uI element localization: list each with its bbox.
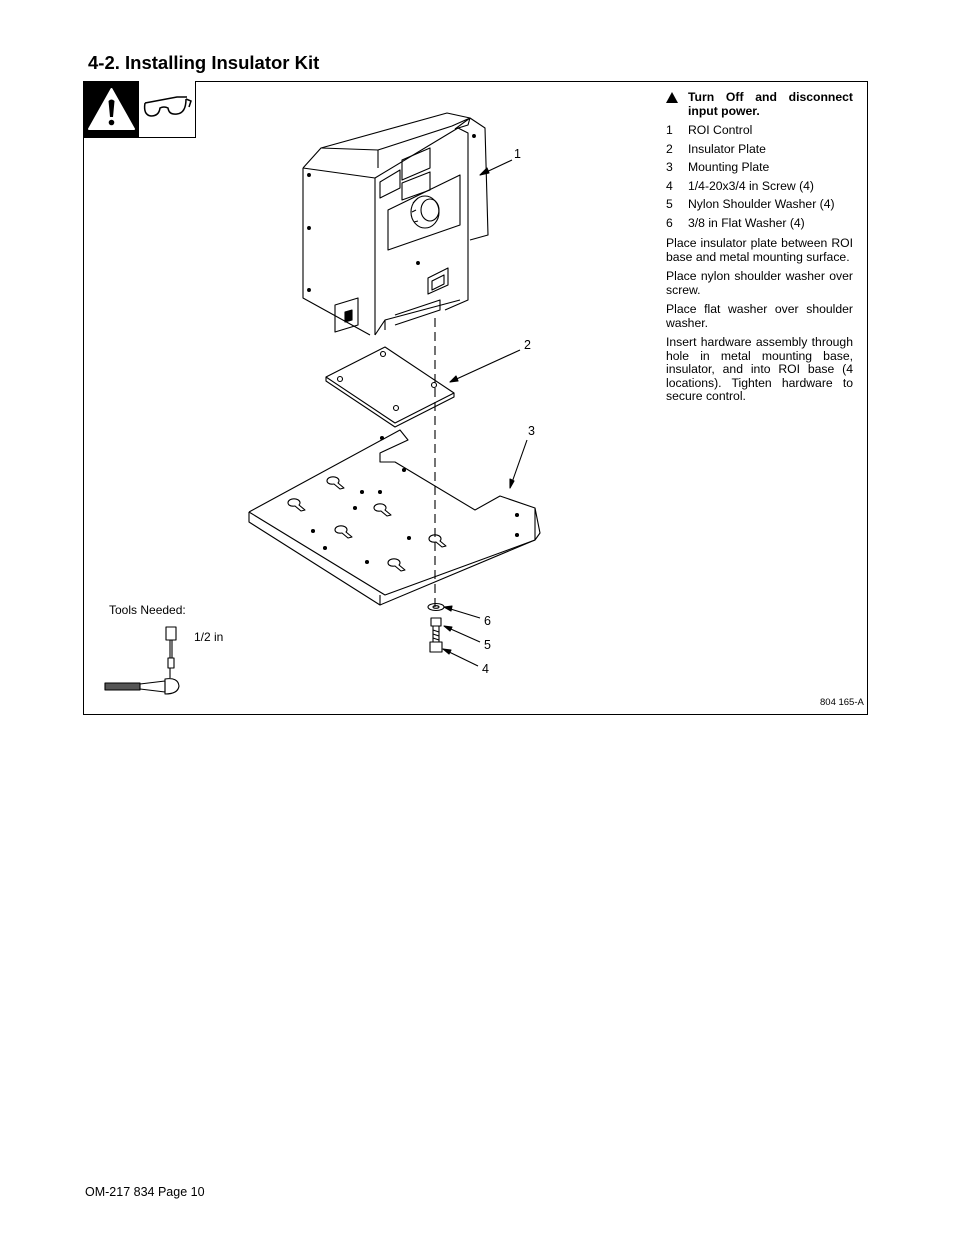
warning-text: Turn Off and disconnect input power. — [688, 90, 853, 118]
part-number: 5 — [666, 197, 673, 211]
safety-glasses-icon — [139, 81, 196, 138]
part-label: 1/4-20x3/4 in Screw (4) — [688, 178, 814, 193]
tools-needed-label: Tools Needed: — [109, 603, 186, 617]
tool-size-label: 1/2 in — [194, 630, 224, 644]
drawing-number: 804 165-A — [820, 697, 864, 708]
parts-list-item: 6 3/8 in Flat Washer (4) — [666, 215, 853, 231]
page-footer: OM-217 834 Page 10 — [85, 1185, 205, 1199]
parts-list-item: 1 ROI Control — [666, 123, 853, 138]
part-number: 2 — [666, 141, 673, 156]
callout-1: 1 — [514, 147, 521, 161]
callout-4: 4 — [482, 662, 489, 676]
instruction-step: Insert hardware assembly through hole in… — [666, 335, 853, 403]
warning-triangle-icon — [83, 81, 140, 138]
parts-list-item: 2 Insulator Plate — [666, 141, 853, 157]
part-label: Mounting Plate — [688, 160, 770, 174]
part-number: 4 — [666, 178, 673, 193]
part-label: 3/8 in Flat Washer (4) — [688, 215, 805, 230]
callout-2: 2 — [524, 338, 531, 352]
part-label: Insulator Plate — [688, 141, 766, 156]
parts-list-item: 5 Nylon Shoulder Washer (4) — [666, 197, 853, 212]
instruction-step: Place nylon shoulder washer over screw. — [666, 269, 853, 297]
part-number: 1 — [666, 123, 673, 137]
part-number: 3 — [666, 160, 673, 174]
instruction-step: Place flat washer over shoulder washer. — [666, 302, 853, 330]
callout-3: 3 — [528, 424, 535, 438]
instruction-step: Place insulator plate between ROI base a… — [666, 236, 853, 264]
part-label: ROI Control — [688, 123, 753, 137]
callout-6: 6 — [484, 614, 491, 628]
figure-frame — [83, 81, 868, 715]
parts-list-item: 4 1/4-20x3/4 in Screw (4) — [666, 178, 853, 194]
instruction-panel: Turn Off and disconnect input power. 1 R… — [666, 90, 853, 410]
warning-bullet-icon — [666, 92, 678, 107]
warning-statement: Turn Off and disconnect input power. — [666, 90, 853, 118]
part-number: 6 — [666, 215, 673, 230]
section-title: 4-2. Installing Insulator Kit — [88, 52, 320, 73]
callout-5: 5 — [484, 638, 491, 652]
parts-list-item: 3 Mounting Plate — [666, 160, 853, 175]
part-label: Nylon Shoulder Washer (4) — [688, 197, 835, 211]
